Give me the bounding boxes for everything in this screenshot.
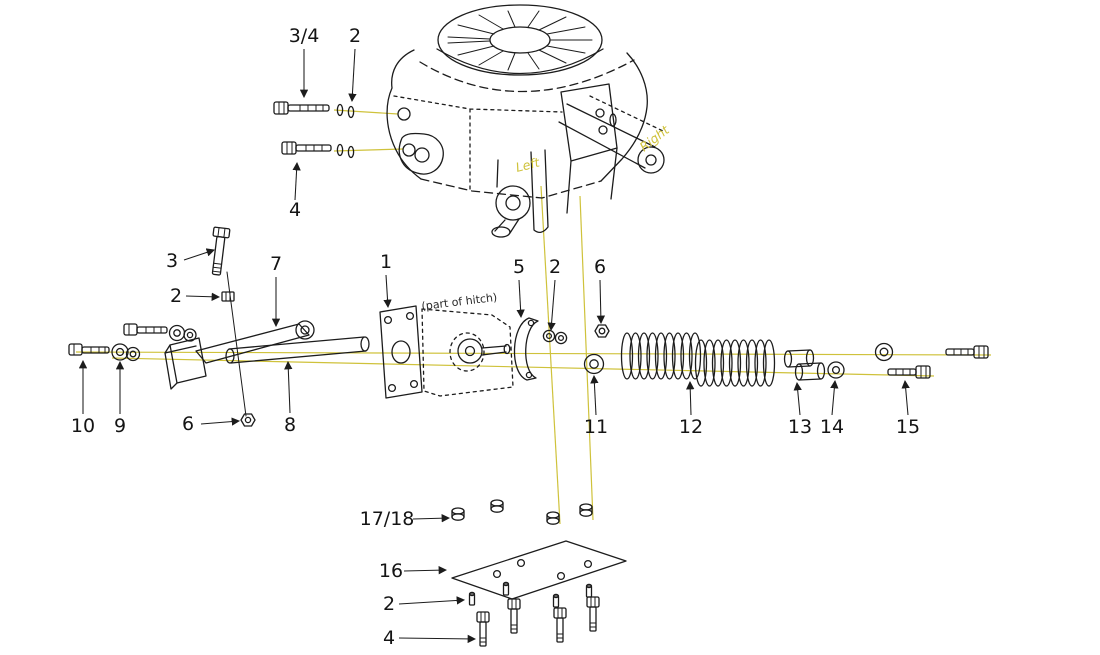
leader-line: [284, 360, 293, 414]
fasteners-top: [273, 101, 355, 159]
axis-line-vertical-left: [540, 185, 561, 525]
axis-line-top-bolt-1: [333, 109, 399, 115]
part-label-6-left: 6: [182, 413, 194, 435]
leader-line: [292, 161, 301, 201]
annotation-left: Left: [514, 154, 542, 175]
housing-left-boss: [397, 107, 444, 175]
anchor-plate-1: [379, 305, 423, 399]
part-label-5: 5: [513, 256, 525, 278]
part-label-9: 9: [114, 415, 126, 437]
spring-12-front: [620, 332, 702, 380]
washers-2-mid: [542, 329, 568, 345]
mount-plate-16: [451, 540, 627, 600]
pivot-bolt-left: [123, 323, 168, 336]
part-label-3-4: 3/4: [289, 25, 320, 47]
middle-assembly: [68, 226, 989, 427]
part-label-2-bottom: 2: [383, 593, 395, 615]
leader-line: [686, 380, 695, 416]
part-label-13: 13: [788, 416, 812, 438]
part-labels: 3/4 2 4 3 2 7 1 5 2 6 10 9 6 8 11 12 13 …: [71, 25, 920, 649]
part-label-1: 1: [380, 251, 392, 273]
part-label-11: 11: [584, 416, 608, 438]
part-label-15: 15: [896, 416, 920, 438]
bolt-15: [887, 365, 931, 379]
bottom-plate-group: [451, 499, 627, 647]
leader-line: [403, 565, 448, 575]
bolt-3-4: [273, 101, 330, 115]
part-label-17-18: 17/18: [360, 508, 415, 530]
leader-line: [412, 514, 451, 523]
leader-line: [830, 379, 839, 416]
part-label-10: 10: [71, 415, 95, 437]
studs-2-bottom: [468, 581, 593, 608]
part-label-16: 16: [379, 560, 403, 582]
spacers-13: [783, 349, 826, 381]
nut-2-left: [221, 291, 235, 302]
leader-line: [516, 279, 525, 319]
annotation-part-of-hitch: (part of hitch): [421, 291, 498, 313]
lever-bracket-7: [164, 320, 315, 390]
nut-6-mid: [594, 324, 610, 338]
part-label-2-mid: 2: [549, 256, 561, 278]
washers-2-top: [336, 103, 355, 119]
hitch-housing-outline: [421, 308, 514, 397]
leader-lines: [78, 48, 910, 644]
bolts-4-bottom: [476, 596, 600, 647]
leader-line: [398, 634, 477, 644]
leader-line: [383, 274, 392, 309]
clevis-5: [513, 317, 539, 381]
leader-line: [901, 379, 910, 416]
part-label-8: 8: [284, 414, 296, 436]
axis-line-top-bolt-2: [333, 148, 404, 152]
leader-line: [547, 279, 556, 332]
washers-2-top-lower: [336, 143, 355, 159]
part-label-12: 12: [679, 416, 703, 438]
part-label-2-top: 2: [349, 25, 361, 47]
flywheel: [419, 4, 635, 93]
pivot-shaft: [457, 338, 511, 364]
washer-right: [874, 342, 894, 362]
part-label-4-top: 4: [289, 199, 301, 221]
machine-housing: [386, 4, 665, 238]
axis-line-lower: [111, 357, 935, 377]
spring-12-rear: [694, 339, 776, 387]
leader-line: [590, 374, 599, 416]
washers-bracket: [168, 324, 197, 342]
accent-alignment-lines: [75, 109, 992, 525]
leader-line: [596, 279, 606, 325]
leader-line: [183, 248, 215, 261]
leader-line: [398, 596, 466, 605]
part-label-3: 3: [166, 250, 178, 272]
leader-line: [200, 417, 241, 426]
lock-nuts-17-18: [451, 499, 593, 525]
bolt-10: [68, 343, 110, 356]
washers-9: [111, 343, 141, 362]
part-label-14: 14: [820, 416, 844, 438]
link-rod-8: [225, 336, 370, 364]
accent-annotations: Left Right: [514, 122, 673, 175]
washer-14: [827, 361, 845, 379]
part-label-7: 7: [270, 253, 282, 275]
axis-line-upper: [75, 351, 992, 356]
bolt-right: [945, 345, 989, 359]
right-lift-arm: [558, 95, 665, 174]
left-pin-bracket: [491, 149, 549, 238]
washer-11: [583, 353, 605, 375]
leader-line: [793, 381, 802, 416]
housing-face-plate: [560, 83, 618, 214]
bolt-4-top: [281, 141, 332, 155]
part-label-2-left: 2: [170, 285, 182, 307]
nut-6-left: [240, 413, 256, 427]
housing-body: [386, 49, 648, 199]
leader-line: [185, 292, 221, 301]
leader-line: [348, 48, 357, 103]
part-label-6-mid: 6: [594, 256, 606, 278]
part-label-4-bottom: 4: [383, 627, 395, 649]
